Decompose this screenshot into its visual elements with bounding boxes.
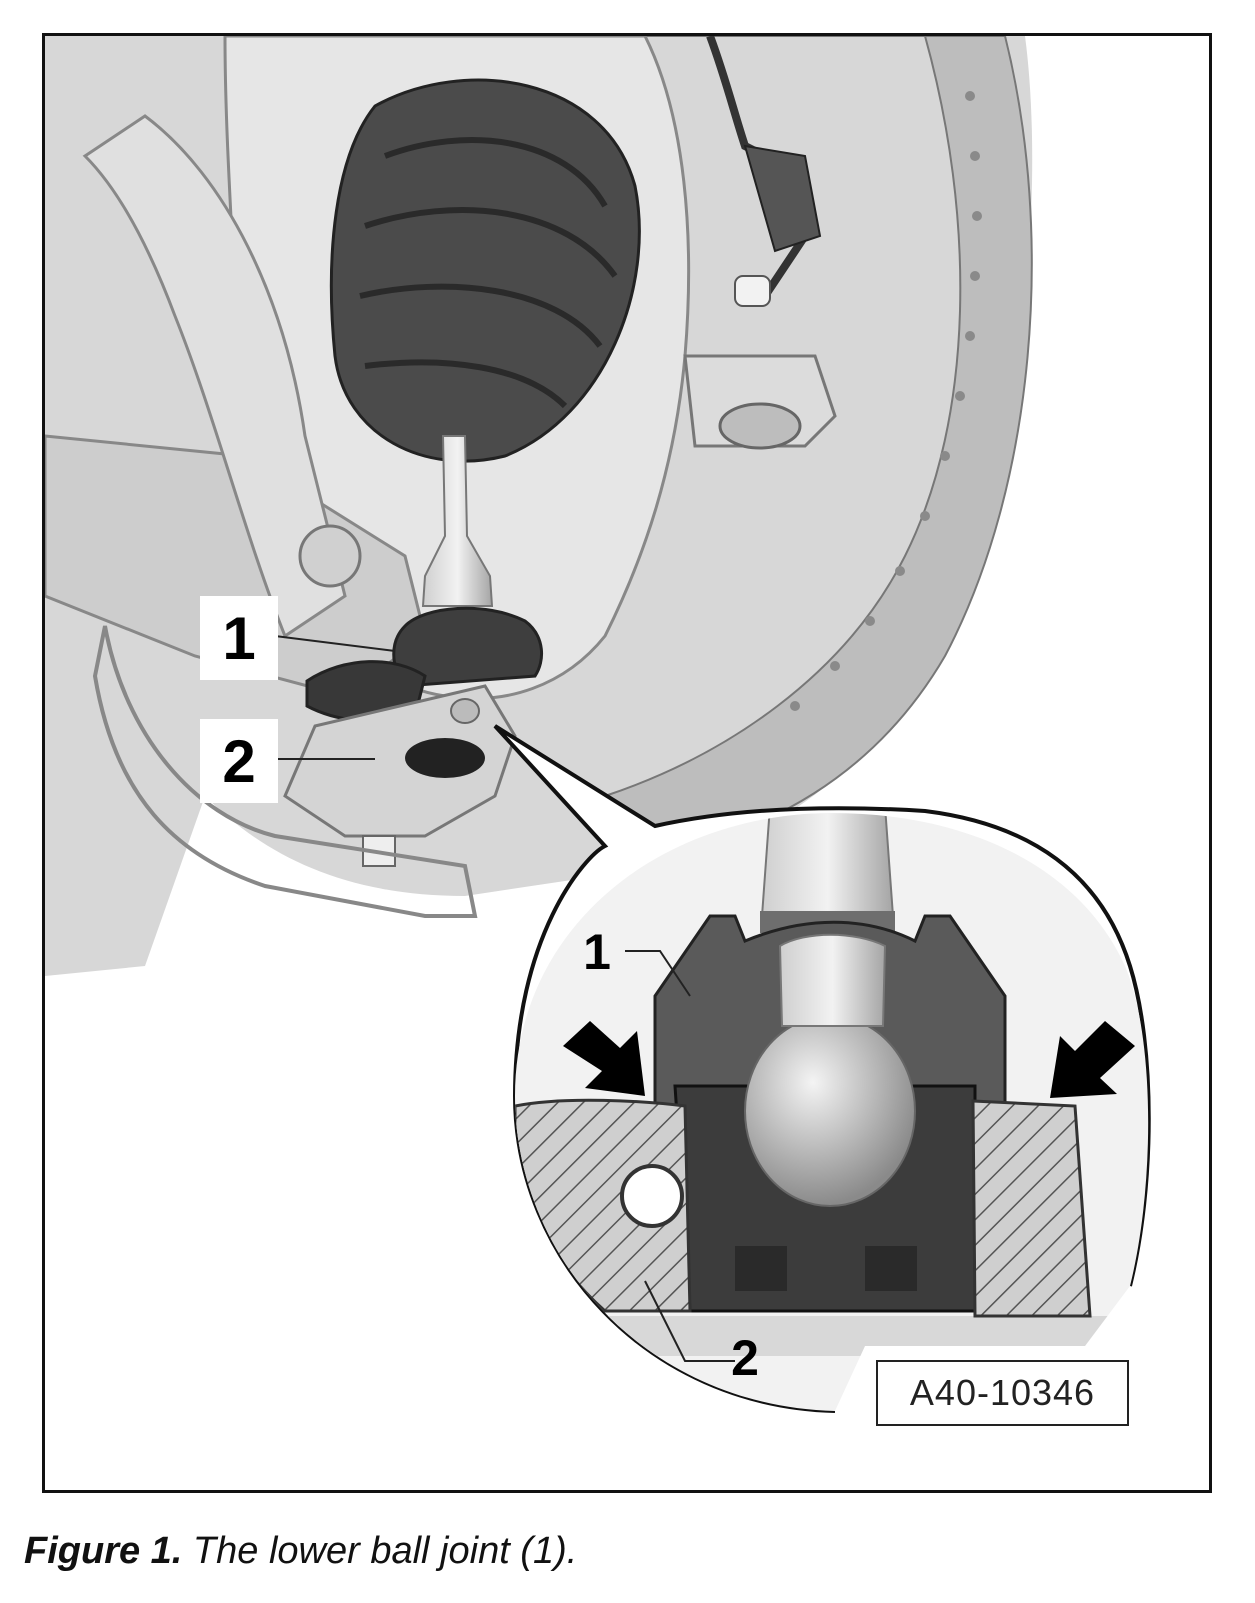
reference-code: A40-10346 (909, 1372, 1096, 1413)
callout-1-main: 1 (200, 596, 278, 680)
reference-code-box: A40-10346 (876, 1360, 1129, 1426)
caption-text: The lower ball joint (1). (182, 1530, 578, 1572)
callout-2-main: 2 (200, 719, 278, 803)
figure-caption: Figure 1. The lower ball joint (1). (24, 1530, 577, 1573)
callout-1-detail: 1 (583, 924, 611, 980)
suspension-illustration (45, 36, 1209, 1490)
callout-2-detail: 2 (731, 1330, 759, 1386)
caption-label: Figure 1. (24, 1530, 183, 1572)
figure-frame: 1 2 1 2 (42, 33, 1212, 1493)
